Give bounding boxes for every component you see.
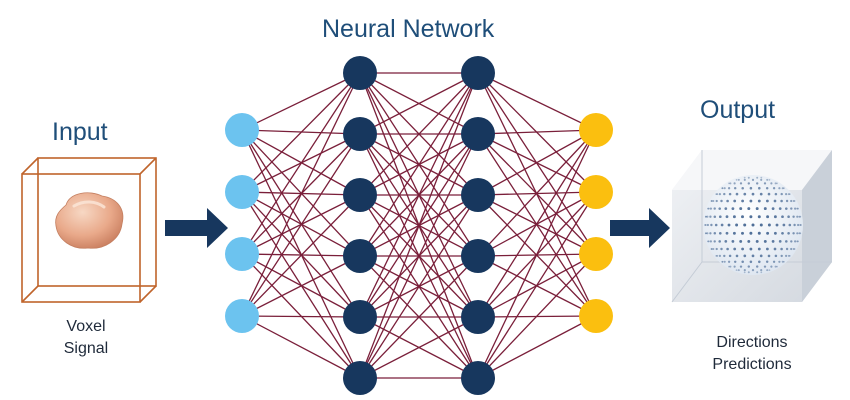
connection-hidden-layer-1-5-to-3: [359, 255, 479, 379]
input-caption: Voxel Signal: [50, 316, 122, 360]
connection-input-layer-3-to-4: [241, 315, 361, 318]
connection-hidden-layer-2-5-to-3: [477, 315, 597, 379]
hidden-layer-2-node-3: [461, 178, 495, 212]
connection-hidden-layer-2-5-to-0: [477, 129, 597, 379]
hidden-layer-1-node-1: [343, 56, 377, 90]
connection-hidden-layer-2-0-to-0: [477, 72, 597, 131]
input-layer-node-2: [225, 175, 259, 209]
hidden-layer-1-node-2: [343, 117, 377, 151]
connection-input-layer-3-to-2: [241, 194, 361, 317]
output-caption-line1: Directions: [716, 334, 788, 351]
hidden-layer-1-node-3: [343, 178, 377, 212]
connection-hidden-layer-2-1-to-0: [477, 129, 597, 135]
input-title: Input: [52, 118, 108, 146]
connection-hidden-layer-1-5-to-0: [359, 72, 479, 379]
connection-hidden-layer-2-5-to-1: [477, 191, 597, 379]
hidden-layer-2-node-4: [461, 239, 495, 273]
hidden-layer-1-node-4: [343, 239, 377, 273]
connection-hidden-layer-1-3-to-0: [359, 72, 479, 257]
output-caption-line2: Predictions: [712, 356, 792, 373]
connection-hidden-layer-1-2-to-0: [359, 72, 479, 196]
voxel-cube-blob-icon: [21, 157, 157, 303]
hidden-layer-2-node-5: [461, 300, 495, 334]
connection-hidden-layer-1-5-to-4: [359, 316, 479, 379]
hidden-layer-2-node-2: [461, 117, 495, 151]
connection-input-layer-0-to-0: [241, 72, 361, 131]
output-arrow: [610, 208, 670, 248]
output-layer-node-2: [579, 175, 613, 209]
output-layer-node-4: [579, 299, 613, 333]
connection-input-layer-2-to-0: [241, 72, 361, 255]
input-layer-node-3: [225, 237, 259, 271]
network-edges: [241, 72, 597, 379]
connection-input-layer-3-to-3: [241, 255, 361, 317]
connection-hidden-layer-1-5-to-2: [359, 194, 479, 379]
output-layer-node-1: [579, 113, 613, 147]
connection-hidden-layer-1-1-to-0: [359, 72, 479, 135]
output-title: Output: [700, 96, 776, 124]
connection-input-layer-1-to-0: [241, 72, 361, 193]
connection-input-layer-3-to-0: [241, 72, 361, 317]
input-layer-node-1: [225, 113, 259, 147]
input-layer-node-4: [225, 299, 259, 333]
connection-hidden-layer-1-4-to-0: [359, 72, 479, 318]
sphere-directions-cube-icon: [671, 150, 832, 303]
hidden-layer-2-node-1: [461, 56, 495, 90]
connection-hidden-layer-1-5-to-1: [359, 133, 479, 379]
hidden-layer-1-node-5: [343, 300, 377, 334]
connection-hidden-layer-2-3-to-0: [477, 129, 597, 257]
connection-hidden-layer-2-5-to-2: [477, 253, 597, 379]
input-arrow: [165, 208, 228, 248]
output-layer-node-3: [579, 237, 613, 271]
network-nodes: [225, 56, 613, 395]
input-caption-line2: Signal: [63, 340, 109, 357]
connection-input-layer-3-to-5: [241, 315, 361, 379]
connection-hidden-layer-2-4-to-0: [477, 129, 597, 318]
connection-hidden-layer-2-2-to-0: [477, 129, 597, 196]
input-caption-line1: Voxel: [66, 318, 106, 335]
hidden-layer-1-node-6: [343, 361, 377, 395]
output-caption: Directions Predictions: [702, 332, 802, 376]
network-title: Neural Network: [322, 15, 495, 43]
connection-input-layer-3-to-1: [241, 133, 361, 317]
hidden-layer-2-node-6: [461, 361, 495, 395]
